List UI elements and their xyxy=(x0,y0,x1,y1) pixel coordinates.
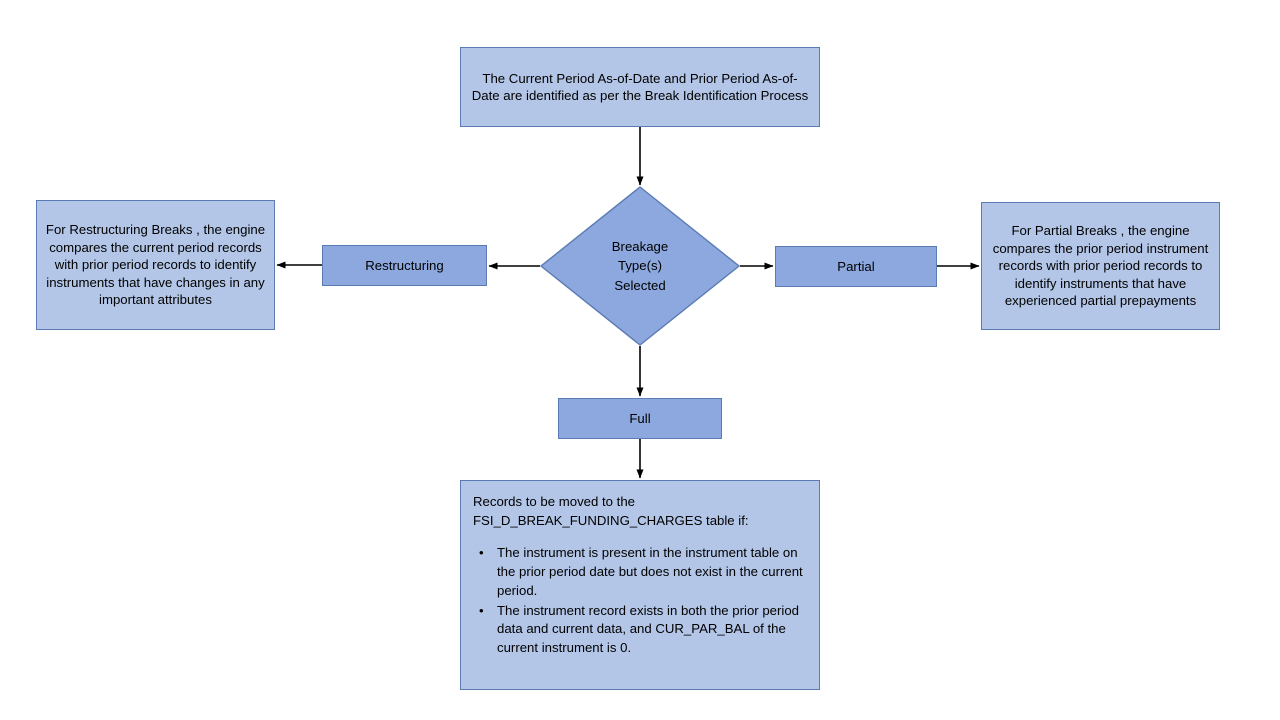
full-description-content: Records to be moved to the FSI_D_BREAK_F… xyxy=(473,493,805,659)
node-branch-partial[interactable]: Partial xyxy=(775,246,937,287)
node-decision[interactable]: Breakage Type(s) Selected xyxy=(540,186,740,346)
full-description-heading: Records to be moved to the FSI_D_BREAK_F… xyxy=(473,494,749,528)
diamond-shape xyxy=(540,186,740,346)
node-branch-full[interactable]: Full xyxy=(558,398,722,439)
node-restructuring-description[interactable]: For Restructuring Breaks , the engine co… xyxy=(36,200,275,330)
node-full-description[interactable]: Records to be moved to the FSI_D_BREAK_F… xyxy=(460,480,820,690)
node-top-process-label: The Current Period As-of-Date and Prior … xyxy=(471,70,809,103)
full-description-bullet-list: The instrument is present in the instrum… xyxy=(473,544,805,657)
node-partial-description[interactable]: For Partial Breaks , the engine compares… xyxy=(981,202,1220,330)
node-branch-restructuring-label: Restructuring xyxy=(365,257,444,273)
list-item: The instrument is present in the instrum… xyxy=(479,544,805,600)
list-item: The instrument record exists in both the… xyxy=(479,602,805,658)
node-branch-full-label: Full xyxy=(629,410,651,426)
node-restructuring-description-label: For Restructuring Breaks , the engine co… xyxy=(45,222,266,308)
node-branch-partial-label: Partial xyxy=(837,258,875,274)
node-branch-restructuring[interactable]: Restructuring xyxy=(322,245,487,286)
node-decision-label: Breakage Type(s) Selected xyxy=(611,239,669,293)
node-top-process[interactable]: The Current Period As-of-Date and Prior … xyxy=(460,47,820,127)
node-partial-description-label: For Partial Breaks , the engine compares… xyxy=(992,223,1209,309)
